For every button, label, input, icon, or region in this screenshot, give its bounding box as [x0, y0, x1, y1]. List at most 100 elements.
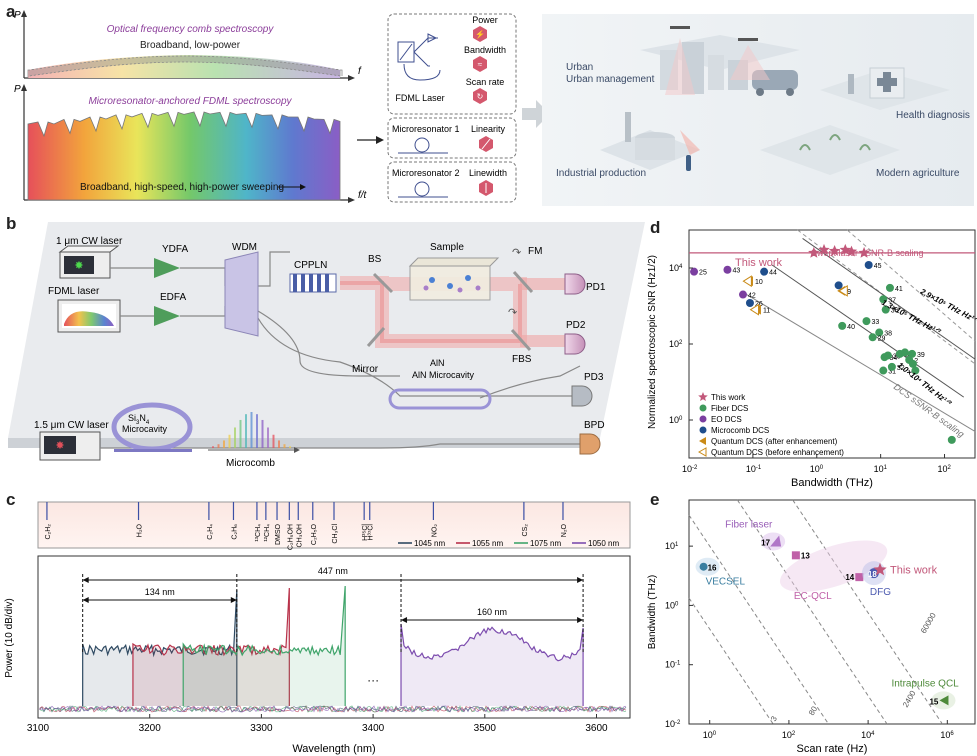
d-point-label: 41: [895, 286, 903, 293]
d-point: [911, 366, 920, 375]
e-intrapulse-label: Intrapulse QCL: [891, 678, 959, 689]
c-ylabel: Power (10 dB/div): [4, 598, 15, 677]
bpd-detector: [579, 433, 601, 455]
microcomb-line: [278, 440, 280, 448]
d-point: [838, 284, 848, 297]
top-axis-y: P: [14, 10, 21, 21]
d-this-work-label: This work: [735, 257, 783, 269]
ydfa-label: YDFA: [162, 244, 188, 255]
app-urban: Urban management: [566, 74, 655, 85]
molecule-label: C₂H₂: [45, 524, 52, 540]
d-point: [879, 295, 888, 304]
scan-rate-icon: ↻: [473, 88, 487, 104]
d-point-label: 9: [847, 289, 851, 296]
noise-floor: [39, 705, 627, 713]
cw1-label: 1 μm CW laser: [56, 236, 123, 247]
d-point: [908, 349, 917, 358]
bottom-spectrum-caption: Broadband, high-speed, high-power sweepi…: [80, 182, 284, 193]
sample-label: Sample: [430, 242, 464, 253]
d-point: [845, 245, 858, 257]
molecule-label: C₂H₅OH: [287, 524, 294, 550]
e-xtick: 104: [861, 730, 875, 740]
microcomb-label: Microcomb: [226, 458, 275, 469]
e-vecsel-label: VECSEL: [706, 577, 746, 588]
app-health: Health diagnosis: [896, 110, 970, 121]
noise-floor: [39, 705, 627, 713]
feature-linewidth: Linewidth: [469, 168, 507, 178]
molecule-label: ¹²CH₄: [264, 524, 271, 542]
d-point-label: 32: [897, 365, 905, 372]
d-point: [862, 317, 871, 326]
fdml-laser-label: FDML Laser: [395, 93, 444, 103]
d-point: [839, 243, 851, 255]
e-point-label: 13: [801, 551, 810, 560]
spectrum-fill: [82, 590, 237, 706]
d-legend-entry: Quantum DCS (after enhancement): [711, 437, 838, 446]
bs-label: BS: [368, 254, 382, 265]
bpd-label: BPD: [584, 420, 605, 431]
e-fiber-label: Fiber laser: [725, 519, 773, 530]
span-right: 160 nm: [477, 607, 507, 617]
d-point-label: 35: [893, 353, 901, 360]
c-xtick: 3100: [27, 723, 50, 734]
e-xtick: 100: [703, 730, 717, 740]
micro1-label: Microresonator 1: [392, 124, 460, 134]
spectrum-trace: [400, 623, 584, 706]
panel-a: P f Optical frequency comb spectroscopy …: [14, 10, 974, 206]
d-point: [818, 243, 830, 255]
d-ytick: 102: [669, 339, 683, 349]
linearity-icon: [479, 136, 493, 152]
d-legend-entry: EO DCS: [711, 415, 742, 424]
d-point-label: 25: [699, 270, 707, 277]
d-point: [858, 246, 870, 258]
feature-bandwidth: Bandwidth: [464, 45, 506, 55]
e-point: [855, 573, 864, 582]
panel-d: 3837364140332934313532303239254342264445…: [647, 229, 977, 489]
fdml-label: FDML laser: [48, 286, 100, 297]
d-ytick: 100: [669, 415, 683, 425]
e-ytick: 10-2: [665, 719, 681, 729]
d-point: [881, 305, 890, 314]
d-point-label: 10: [755, 279, 763, 286]
e-point: [699, 562, 708, 571]
aln-microcavity: [388, 388, 492, 410]
microcomb-line: [261, 419, 264, 448]
e-point-label: 18: [868, 570, 877, 579]
c-xlabel: Wavelength (nm): [292, 743, 375, 755]
d-xlabel: Bandwidth (THz): [791, 477, 873, 489]
d-ytick: 104: [669, 263, 683, 273]
e-ecqcl-label: EC-QCL: [794, 591, 832, 602]
fm-label: FM: [528, 246, 542, 257]
d-point: [738, 290, 747, 299]
d-point-label: 33: [871, 319, 879, 326]
d-point: [868, 333, 877, 342]
molecule-label: DMSO: [275, 523, 282, 545]
microcomb-line: [223, 440, 225, 448]
microcomb-line: [245, 414, 247, 448]
pd1-detector: [564, 273, 586, 295]
d-legend-entry: Microcomb DCS: [711, 426, 769, 435]
molecule-label: NO₂: [431, 524, 438, 538]
d-legend-entry: This work: [711, 393, 746, 402]
e-xtick: 106: [940, 730, 954, 740]
d-point-label: 11: [763, 308, 770, 315]
ydfa-amplifier: [154, 258, 180, 278]
molecule-label: H³⁵Cl: [362, 524, 369, 541]
microcomb-line: [217, 444, 220, 448]
d-legend-entry: Quantum DCS (before enhancement): [711, 448, 844, 457]
molecule-label: H³⁷Cl: [368, 524, 375, 541]
edfa-amplifier: [154, 306, 180, 326]
e-ytick: 101: [665, 541, 679, 551]
break-dots: ···: [367, 673, 379, 687]
panel-b: ✸ 1 μm CW laser FDML laser ✸ 1.5 μm CW l…: [8, 222, 645, 469]
panel-label-e: e: [650, 490, 660, 509]
d-point: [808, 246, 820, 258]
fbs-rotation-icon: ↷: [508, 307, 517, 319]
panel-label-c: c: [6, 490, 16, 509]
d-point-label: 39: [917, 352, 925, 359]
d-ylabel: Normalized spectroscopic SNR (Hz1/2): [647, 255, 658, 429]
svg-text:≈: ≈: [478, 60, 483, 69]
span-left: 134 nm: [145, 587, 175, 597]
